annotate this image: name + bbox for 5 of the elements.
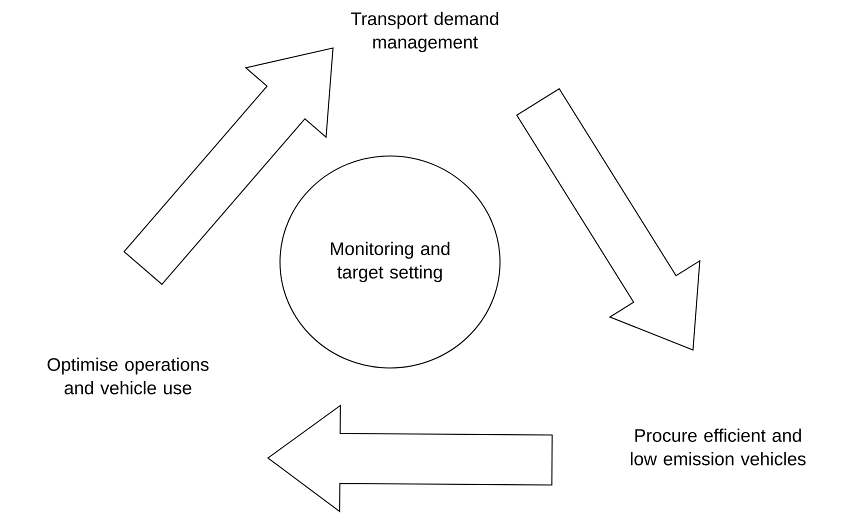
- block-arrow: [267, 404, 553, 513]
- block-arrow: [516, 88, 700, 351]
- step-label: Procure efficient and low emission vehicles: [630, 428, 806, 466]
- step-label: Optimise operations and vehicle use: [48, 358, 209, 394]
- step-label: Transport demand management: [351, 12, 498, 52]
